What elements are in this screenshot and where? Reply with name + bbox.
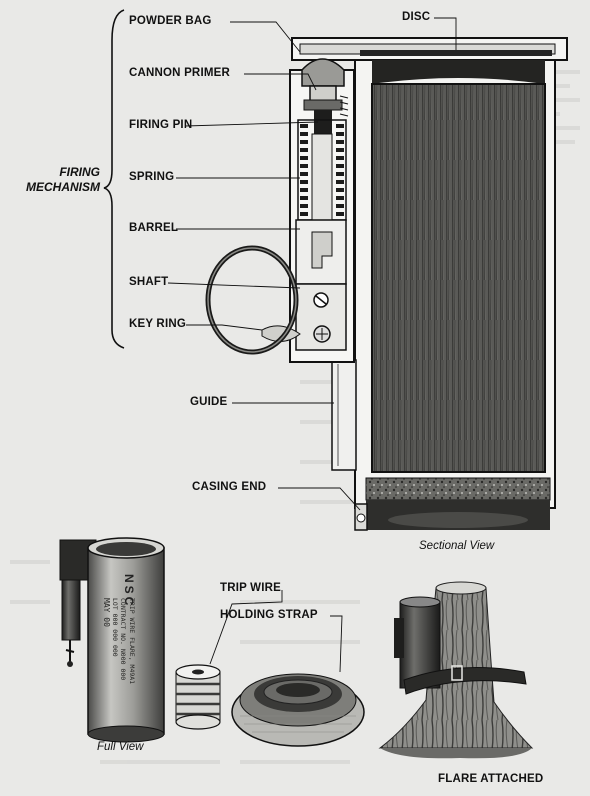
label-cannon-primer: CANNON PRIMER bbox=[129, 67, 230, 79]
casing-text-line-2: CONTRACT NO. N000 000 bbox=[119, 598, 128, 681]
caption-full-view: Full View bbox=[97, 741, 144, 753]
powder-bag-shape bbox=[301, 58, 345, 87]
heading-line-2: MECHANISM bbox=[26, 180, 100, 194]
label-guide: GUIDE bbox=[190, 396, 228, 408]
guide-rail bbox=[331, 359, 357, 471]
disc-shape bbox=[360, 50, 552, 56]
label-casing-end: CASING END bbox=[192, 481, 267, 493]
trip-wire-spool bbox=[175, 664, 221, 730]
spring-coil bbox=[297, 119, 347, 225]
heading-line-1: FIRING bbox=[59, 165, 100, 179]
label-trip-wire: TRIP WIRE bbox=[220, 582, 282, 594]
label-disc: DISC bbox=[402, 11, 431, 23]
firing-mechanism-heading: FIRING MECHANISM bbox=[8, 165, 100, 195]
label-key-ring: KEY RING bbox=[129, 318, 186, 330]
flare-casing-cylinder bbox=[87, 547, 165, 735]
label-flare-attached: FLARE ATTACHED bbox=[438, 773, 544, 785]
full-view-drawing bbox=[59, 537, 165, 743]
label-spring: SPRING bbox=[129, 171, 175, 183]
sectional-view-drawing bbox=[205, 37, 568, 531]
label-barrel: BARREL bbox=[129, 222, 179, 234]
label-shaft: SHAFT bbox=[129, 276, 169, 288]
leader-lines bbox=[167, 17, 457, 673]
label-firing-pin: FIRING PIN bbox=[129, 119, 193, 131]
casing-text-block: TRIP WIRE FLARE, M49A1 CONTRACT NO. N000… bbox=[102, 598, 137, 722]
illuminant-fibers bbox=[371, 83, 546, 473]
casing-text-line-3: LOT 000 000 000 bbox=[111, 598, 119, 657]
label-holding-strap: HOLDING STRAP bbox=[220, 609, 318, 621]
granular-layer bbox=[365, 477, 551, 501]
firing-pin-shape bbox=[314, 110, 332, 134]
caption-sectional-view: Sectional View bbox=[419, 540, 495, 552]
firing-mechanism-bracket bbox=[103, 9, 125, 349]
casing-text-line-4: MAY 00 bbox=[102, 598, 112, 627]
flare-attached-tree bbox=[378, 581, 534, 759]
label-powder-bag: POWDER BAG bbox=[129, 15, 212, 27]
casing-text-line-1: TRIP WIRE FLARE, M49A1 bbox=[128, 598, 136, 685]
holding-strap-coil bbox=[231, 673, 365, 747]
